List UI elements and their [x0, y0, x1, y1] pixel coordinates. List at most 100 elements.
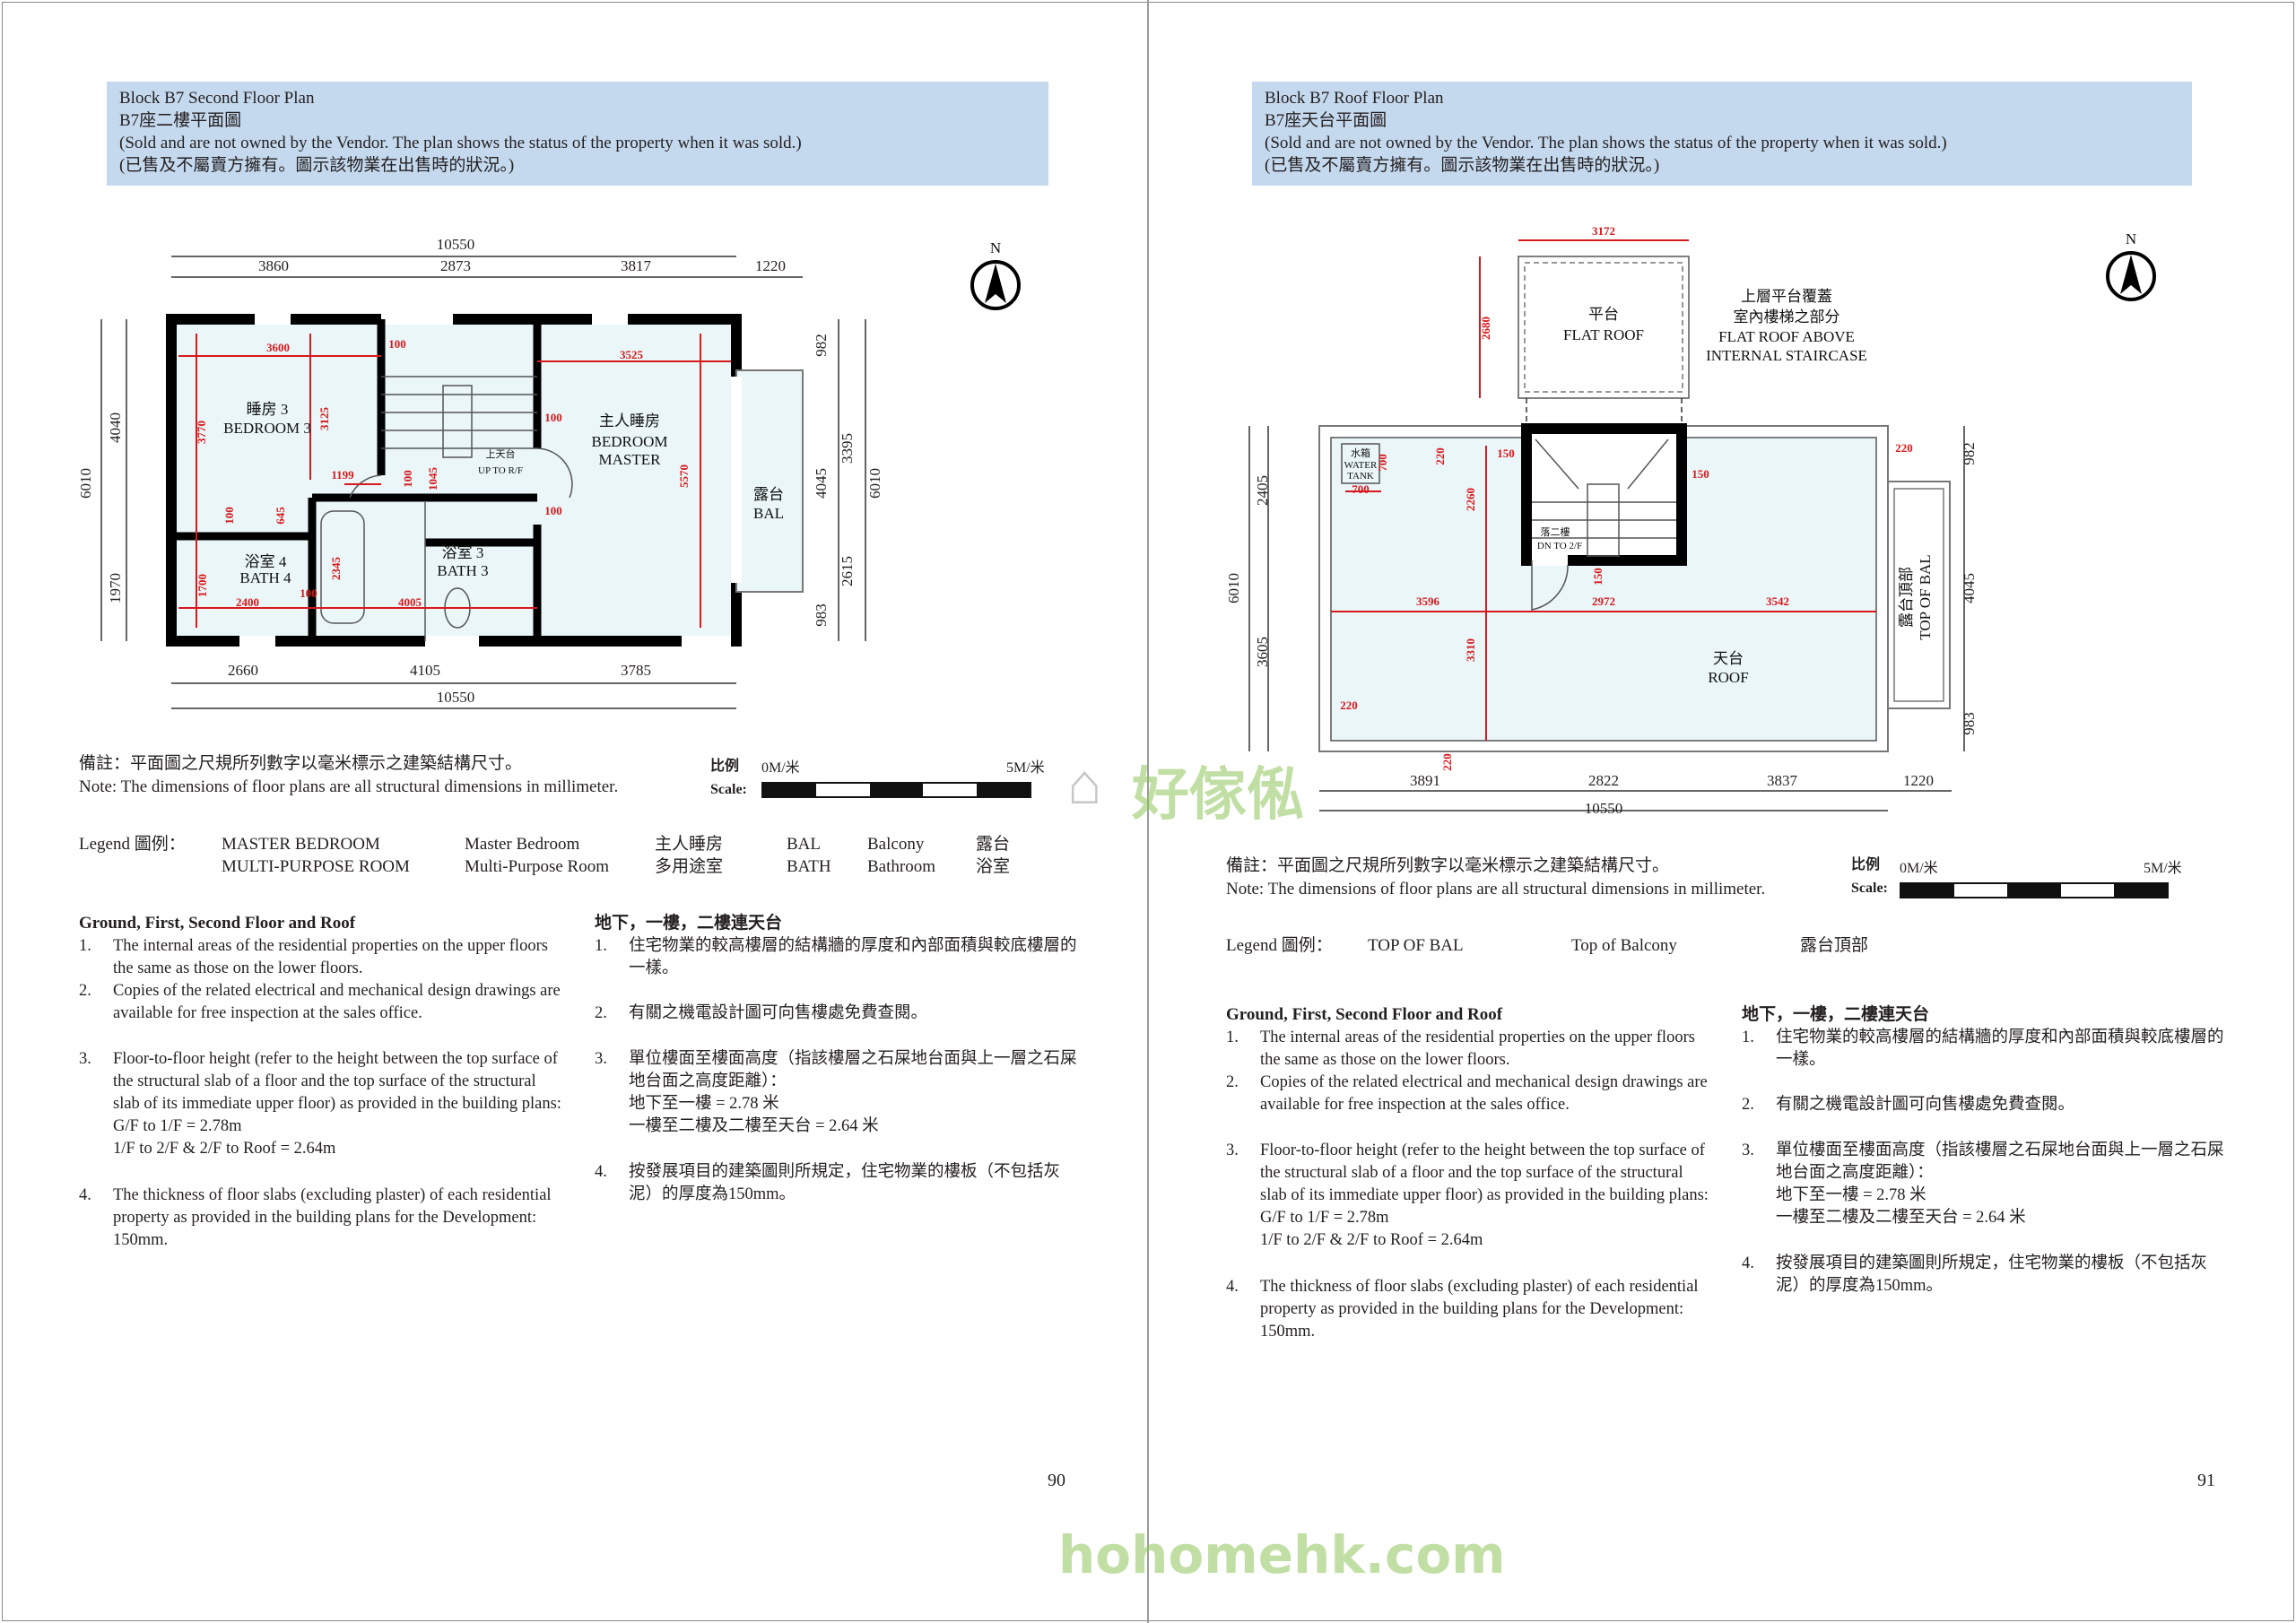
note-text: The thickness of floor slabs (excluding …	[1260, 1278, 1699, 1341]
note-text: 有關之機電設計圖可向售樓處免費查閱。	[1776, 1096, 2075, 1114]
sold-note: (Sold and are not owned by the Vendor. T…	[1265, 134, 1947, 152]
plan-title-zh: B7座二樓平面圖	[119, 111, 242, 130]
note-line: 一樓至二樓及二樓至天台 = 2.64 米	[1776, 1209, 2026, 1227]
note-number: 4.	[1226, 1278, 1239, 1296]
scale-label-en: Scale:	[1851, 881, 1888, 896]
note-number: 4.	[595, 1163, 607, 1181]
note-line: G/F to 1/F = 2.78m	[1260, 1209, 1389, 1227]
note-text: 住宅物業的較高樓層的結構牆的厚度和內部面積與較底樓層的一樣。	[1776, 1028, 2224, 1069]
page-number: 90	[1048, 1471, 1065, 1490]
sold-note-zh: (已售及不屬賣方擁有。圖示該物業在出售時的狀況。)	[119, 156, 515, 175]
plan-title: Block B7 Roof Floor Plan	[1265, 89, 1444, 108]
note-text: Copies of the related electrical and mec…	[113, 982, 561, 1022]
scale-end: 5M/米	[2144, 861, 2182, 876]
note-item: 4. The thickness of floor slabs (excludin…	[79, 1185, 563, 1252]
watermark-zh: 好傢俬	[1132, 762, 1304, 829]
notes-heading: 地下，一樓，二樓連天台	[595, 914, 783, 933]
scale-end: 5M/米	[1006, 760, 1045, 776]
note-text: Floor-to-floor height (refer to the heig…	[1260, 1141, 1709, 1204]
legend-label: Legend 圖例：	[1226, 936, 1333, 955]
sold-note: (Sold and are not owned by the Vendor. T…	[119, 134, 802, 152]
legend-en: Master Bedroom	[465, 835, 580, 854]
scale-bar	[761, 782, 1031, 798]
note-number: 2.	[595, 1004, 607, 1022]
note-line: 地下至一樓 = 2.78 米	[629, 1095, 779, 1113]
note-item: 3. Floor-to-floor height (refer to the he…	[79, 1048, 563, 1160]
note-item: 1.住宅物業的較高樓層的結構牆的厚度和內部面積與較底樓層的一樣。	[595, 935, 1079, 980]
note-number: 1.	[595, 937, 607, 955]
legend-en: Top of Balcony	[1571, 936, 1677, 955]
scale-start: 0M/米	[1900, 861, 1938, 876]
remark-en: Note: The dimensions of floor plans are …	[1226, 880, 1766, 898]
legend-zh: 露台頂部	[1800, 936, 1869, 955]
remark-en: Note: The dimensions of floor plans are …	[79, 777, 619, 796]
note-item: 2.有關之機電設計圖可向售樓處免費查閱。	[1742, 1094, 2074, 1116]
legend-zh: 多用途室	[655, 857, 724, 876]
note-text: The thickness of floor slabs (excluding …	[113, 1186, 552, 1249]
note-number: 1.	[1226, 1028, 1239, 1046]
plan-title-zh: B7座天台平面圖	[1265, 111, 1387, 130]
legend-label: Legend 圖例：	[79, 835, 186, 854]
note-number: 3.	[79, 1050, 91, 1068]
note-number: 2.	[79, 982, 91, 1000]
plan-header: Block B7 Roof Floor Plan B7座天台平面圖 (Sold …	[1252, 82, 2192, 186]
note-item: 4. The thickness of floor slabs (excludin…	[1226, 1276, 1710, 1343]
scale-start: 0M/米	[761, 760, 800, 776]
note-text: 按發展項目的建築圖則所規定，住宅物業的樓板（不包括灰泥）的厚度為150mm。	[629, 1163, 1061, 1203]
note-item: 2. Copies of the related electrical and m…	[1226, 1072, 1710, 1116]
note-number: 3.	[1742, 1141, 1754, 1159]
notes-zh: 地下，一樓，二樓連天台 1.住宅物業的較高樓層的結構牆的厚度和內部面積與較底樓層…	[595, 912, 1079, 1450]
note-item: 4. 按發展項目的建築圖則所規定，住宅物業的樓板（不包括灰泥）的厚度為150mm。	[1742, 1253, 2226, 1298]
note-number: 4.	[79, 1186, 91, 1204]
note-number: 3.	[1226, 1141, 1239, 1159]
note-line: G/F to 1/F = 2.78m	[113, 1117, 242, 1135]
sold-note-zh: (已售及不屬賣方擁有。圖示該物業在出售時的狀況。)	[1265, 156, 1660, 175]
note-text: Copies of the related electrical and mec…	[1260, 1073, 1708, 1114]
note-item: 3. 單位樓面至樓面高度（指該樓層之石屎地台面與上一層之石屎地台面之高度距離）： 地…	[595, 1048, 1079, 1138]
remark-zh: 備註：平面圖之尺規所列數字以毫米標示之建築結構尺寸。	[1226, 856, 1670, 875]
scale-bar	[1900, 882, 2169, 898]
notes-en: Ground, First, Second Floor and Roof 1. T…	[1226, 1003, 1710, 1541]
notes-heading: Ground, First, Second Floor and Roof	[79, 914, 356, 933]
note-number: 2.	[1226, 1073, 1239, 1091]
legend-zh: 露台	[976, 835, 1011, 854]
notes-heading: 地下，一樓，二樓連天台	[1742, 1005, 1930, 1024]
legend-abbr: MASTER BEDROOM	[222, 835, 380, 854]
notes-zh: 地下，一樓，二樓連天台 1. 住宅物業的較高樓層的結構牆的厚度和內部面積與較底樓層…	[1742, 1003, 2226, 1541]
page-number: 91	[2197, 1471, 2215, 1490]
note-item: 2. Copies of the related electrical and m…	[79, 980, 563, 1025]
note-number: 4.	[1742, 1254, 1754, 1272]
plan-header: Block B7 Second Floor Plan B7座二樓平面圖 (Sol…	[107, 82, 1048, 186]
notes-heading: Ground, First, Second Floor and Roof	[1226, 1005, 1503, 1024]
note-item: 1. 住宅物業的較高樓層的結構牆的厚度和內部面積與較底樓層的一樣。	[1742, 1027, 2226, 1072]
note-text: 單位樓面至樓面高度（指該樓層之石屎地台面與上一層之石屎地台面之高度距離）：	[629, 1050, 1077, 1090]
note-line: 一樓至二樓及二樓至天台 = 2.64 米	[629, 1117, 879, 1135]
plan-title: Block B7 Second Floor Plan	[119, 89, 315, 108]
note-text: 按發展項目的建築圖則所規定，住宅物業的樓板（不包括灰泥）的厚度為150mm。	[1776, 1254, 2208, 1295]
legend-abbr: MULTI-PURPOSE ROOM	[222, 857, 410, 876]
remark-zh: 備註：平面圖之尺規所列數字以毫米標示之建築結構尺寸。	[79, 754, 523, 773]
note-text: 有關之機電設計圖可向售樓處免費查閱。	[629, 1004, 928, 1022]
note-item: 1.The internal areas of the residential …	[79, 935, 563, 980]
note-line: 地下至一樓 = 2.78 米	[1776, 1186, 1926, 1204]
note-item: 3. Floor-to-floor height (refer to the he…	[1226, 1140, 1710, 1252]
legend-en: Bathroom	[867, 857, 935, 876]
note-number: 1.	[79, 937, 91, 955]
note-number: 3.	[595, 1050, 607, 1068]
watermark-en: hohomehk.com	[1058, 1524, 1506, 1585]
legend-abbr: BATH	[787, 857, 831, 876]
legend-zh: 主人睡房	[655, 835, 724, 854]
legend-en: Multi-Purpose Room	[465, 857, 609, 876]
note-number: 1.	[1742, 1028, 1754, 1046]
legend-en: Balcony	[867, 835, 925, 854]
notes-en: Ground, First, Second Floor and Roof 1.T…	[79, 912, 563, 1450]
note-item: 3.單位樓面至樓面高度（指該樓層之石屎地台面與上一層之石屎地台面之高度距離）：地…	[1742, 1140, 2226, 1229]
note-line: 1/F to 2/F & 2/F to Roof = 2.64m	[1260, 1231, 1483, 1249]
scale-label-zh: 比例	[710, 759, 740, 774]
watermark-house-icon: ⌂	[1067, 752, 1102, 816]
note-item: 2. 有關之機電設計圖可向售樓處免費查閱。	[595, 1002, 927, 1025]
note-text: Floor-to-floor height (refer to the heig…	[113, 1050, 561, 1113]
note-line: 1/F to 2/F & 2/F to Roof = 2.64m	[113, 1140, 336, 1158]
page-divider	[1147, 0, 1149, 1623]
left-page: Block B7 Second Floor Plan B7座二樓平面圖 (Sol…	[79, 82, 1079, 1490]
